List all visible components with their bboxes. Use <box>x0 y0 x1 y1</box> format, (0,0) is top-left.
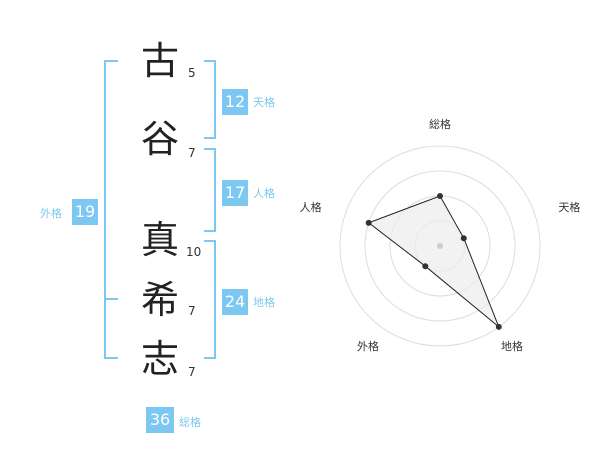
tenkaku-bracket-bottom <box>204 137 216 139</box>
radar-chart-svg: 総格 天格 地格 外格 人格 <box>300 117 580 353</box>
radar-point-jinkaku <box>365 219 372 226</box>
jinkaku-bracket-bottom <box>204 230 216 232</box>
stroke-count-4: 7 <box>188 304 196 318</box>
gaikaku-label: 外格 <box>40 207 62 220</box>
radar-ring <box>339 145 541 347</box>
stroke-count-5: 7 <box>188 365 196 379</box>
gaikaku-bracket-mid <box>104 298 118 300</box>
gaikaku-bracket-bottom <box>104 357 118 359</box>
radar-chart: 総格 天格 地格 外格 人格 <box>300 100 580 370</box>
jinkaku-bracket-vertical <box>214 148 216 232</box>
tenkaku-score-badge: 12 <box>222 89 248 115</box>
name-column: 古 5 谷 7 真 10 希 7 志 7 12 天格 17 人格 24 地格 外… <box>40 39 275 433</box>
tenkaku-label: 天格 <box>253 96 275 109</box>
chikaku-label: 地格 <box>253 296 275 309</box>
gaikaku-score-badge: 19 <box>72 199 98 225</box>
name-char-1: 古 <box>140 39 179 83</box>
stroke-count-1: 5 <box>188 66 196 80</box>
radar-label-tenkaku: 天格 <box>558 200 580 214</box>
tenkaku-bracket-vertical <box>214 60 216 139</box>
soukaku-score-badge: 36 <box>146 407 174 433</box>
radar-point-gaikaku <box>422 263 429 270</box>
radar-polygon <box>367 195 500 328</box>
name-char-3: 真 <box>140 218 179 262</box>
gaikaku-bracket-vertical <box>104 60 106 359</box>
stroke-count-3: 10 <box>186 245 202 259</box>
radar-label-chikaku: 地格 <box>501 339 523 353</box>
radar-label-gaikaku: 外格 <box>357 339 379 353</box>
jinkaku-label: 人格 <box>253 187 275 200</box>
chikaku-bracket-vertical <box>214 240 216 359</box>
gaikaku-bracket-top <box>104 60 118 62</box>
radar-points <box>365 193 502 330</box>
name-char-5: 志 <box>140 337 179 381</box>
soukaku-label: 総格 <box>179 416 201 429</box>
jinkaku-score-badge: 17 <box>222 180 248 206</box>
radar-point-tenkaku <box>460 235 467 242</box>
radar-label-jinkaku: 人格 <box>300 200 322 214</box>
stroke-count-2: 7 <box>188 146 196 160</box>
jinkaku-bracket-top <box>204 148 216 150</box>
radar-ring <box>364 170 516 322</box>
tenkaku-bracket-top <box>204 60 216 62</box>
radar-center-dot <box>437 243 443 249</box>
chikaku-score-badge: 24 <box>222 289 248 315</box>
chikaku-bracket-bottom <box>204 357 216 359</box>
name-char-2: 谷 <box>140 117 179 161</box>
radar-point-soukaku <box>437 193 443 199</box>
radar-point-chikaku <box>495 323 502 330</box>
radar-label-soukaku: 総格 <box>429 117 451 131</box>
name-char-4: 希 <box>140 278 179 322</box>
chikaku-bracket-top <box>204 240 216 242</box>
